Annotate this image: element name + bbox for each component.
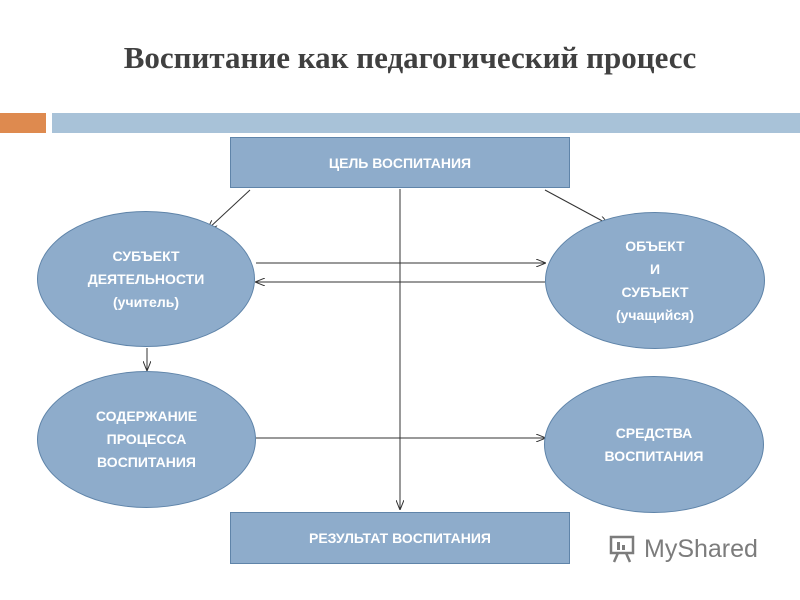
subject-line-2: ДЕЯТЕЛЬНОСТИ (87, 270, 205, 287)
myshared-watermark: MyShared (608, 534, 758, 564)
subject-ellipse: СУБЪЕКТ ДЕЯТЕЛЬНОСТИ (учитель) (37, 211, 255, 347)
means-line-1: СРЕДСТВА (615, 424, 693, 441)
watermark-text: MyShared (644, 534, 758, 563)
content-ellipse: СОДЕРЖАНИЕ ПРОЦЕССА ВОСПИТАНИЯ (37, 371, 256, 508)
slide-title: Воспитание как педагогический процесс (123, 40, 697, 75)
goal-box: ЦЕЛЬ ВОСПИТАНИЯ (230, 137, 570, 188)
result-box: РЕЗУЛЬТАТ ВОСПИТАНИЯ (230, 512, 570, 564)
content-line-3: ВОСПИТАНИЯ (97, 454, 196, 470)
content-line-1: СОДЕРЖАНИЕ (95, 408, 198, 424)
means-ellipse: СРЕДСТВА ВОСПИТАНИЯ (544, 376, 764, 513)
object-line-3: СУБЪЕКТ (621, 283, 689, 300)
subject-line-3: (учитель) (113, 293, 179, 310)
object-line-2: И (649, 260, 661, 277)
object-ellipse: ОБЪЕКТ И СУБЪЕКТ (учащийся) (545, 212, 765, 349)
object-line-1: ОБЪЕКТ (625, 237, 685, 254)
result-label: РЕЗУЛЬТАТ ВОСПИТАНИЯ (309, 530, 491, 546)
goal-label: ЦЕЛЬ ВОСПИТАНИЯ (328, 154, 472, 171)
means-line-2: ВОСПИТАНИЯ (604, 447, 704, 464)
subject-line-1: СУБЪЕКТ (112, 247, 180, 264)
arrow-goal-to-subject (208, 189, 251, 229)
accent-bar-orange (0, 113, 46, 133)
object-line-4: (учащийся) (615, 306, 694, 323)
accent-bar-blue (52, 113, 800, 133)
content-line-2: ПРОЦЕССА (106, 431, 187, 447)
presentation-board-icon (609, 535, 635, 563)
arrow-goal-to-object (544, 189, 608, 224)
